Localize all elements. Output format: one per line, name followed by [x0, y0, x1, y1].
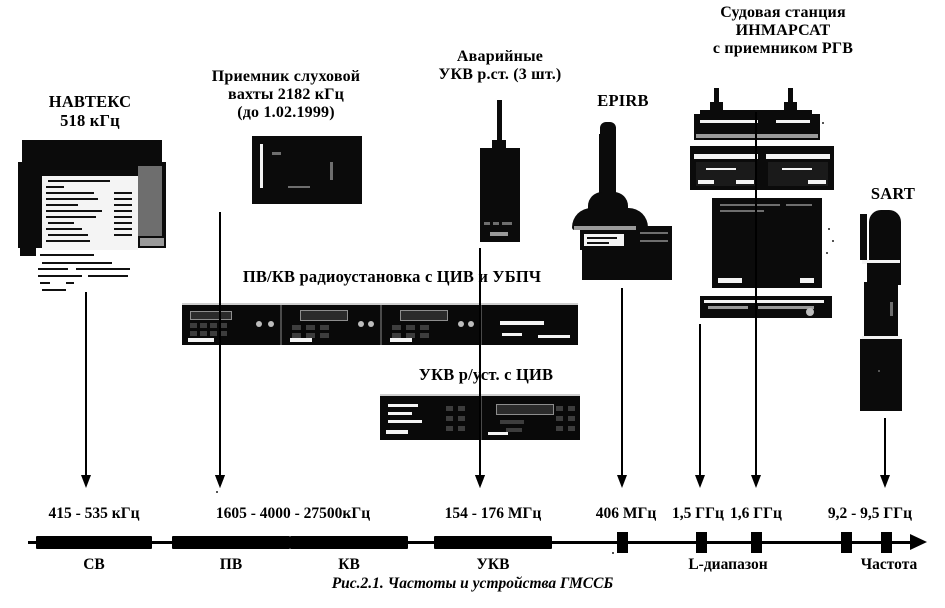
watch-receiver-icon	[252, 136, 362, 204]
axis-band-ukv	[434, 536, 552, 549]
device-label-vhf-installation: УКВ р/уст. с ЦИВ	[418, 365, 554, 384]
pointer-arrow-navtex	[80, 292, 92, 488]
axis-name-l-band: L-диапазон	[688, 556, 768, 573]
axis-value-sart: 9,2 - 9,5 ГГц	[827, 505, 913, 522]
axis-value-pv-kv: 1605 - 4000 - 27500кГц	[215, 505, 371, 522]
axis-name-kv: КВ	[338, 556, 360, 573]
axis-tick-9_2ghz	[841, 532, 852, 553]
mf-hf-radio-rack-icon	[182, 303, 578, 345]
axis-band-sv	[36, 536, 152, 549]
axis-value-ukv: 154 - 176 МГц	[444, 505, 542, 522]
device-label-epirb: EPIRB	[597, 91, 649, 110]
frequency-axis-arrowhead	[910, 534, 927, 550]
axis-name-frequency: Частота	[860, 556, 918, 573]
axis-name-ukv: УКВ	[476, 556, 510, 573]
axis-value-l-high: 1,6 ГГц	[730, 505, 782, 522]
navtex-receiver-icon	[18, 140, 170, 270]
axis-tick-1_5ghz	[696, 532, 707, 553]
pointer-arrow-mf-hf	[214, 348, 226, 488]
axis-value-l-low: 1,5 ГГц	[672, 505, 724, 522]
axis-value-epirb: 406 МГц	[595, 505, 657, 522]
axis-tick-9_5ghz	[881, 532, 892, 553]
device-label-watch-receiver: Приемник слуховой вахты 2182 кГц (до 1.0…	[211, 68, 361, 122]
device-label-navtex: НАВТЕКС 518 кГц	[48, 92, 132, 130]
axis-value-sv: 415 - 535 кГц	[48, 505, 140, 522]
device-label-emergency-vhf: Аварийные УКВ р.ст. (3 шт.)	[438, 48, 562, 84]
inmarsat-station-icon	[690, 88, 850, 338]
axis-name-sv: СВ	[83, 556, 105, 573]
figure-caption: Рис.2.1. Частоты и устройства ГМССБ	[331, 575, 614, 592]
axis-tick-406mhz	[617, 532, 628, 553]
handheld-vhf-radio-icon	[478, 100, 530, 242]
axis-tick-1_6ghz	[751, 532, 762, 553]
pointer-arrow-inmarsat-high	[750, 112, 762, 488]
axis-band-kv	[290, 536, 408, 549]
navtex-printout-lines	[18, 268, 170, 292]
sart-transponder-icon	[856, 210, 908, 415]
epirb-beacon-icon	[570, 122, 678, 282]
device-label-mf-hf: ПВ/КВ радиоустановка с ЦИВ и УБПЧ	[242, 267, 542, 286]
device-label-inmarsat: Судовая станция ИНМАРСАТ с приемником РГ…	[712, 4, 854, 58]
pointer-arrow-vhf-installation	[474, 442, 486, 488]
device-label-sart: SART	[870, 184, 916, 203]
pointer-arrow-sart	[879, 418, 891, 488]
pointer-arrow-epirb	[616, 288, 628, 488]
pointer-arrow-inmarsat-low	[694, 324, 706, 488]
axis-band-pv	[172, 536, 290, 549]
axis-name-pv: ПВ	[219, 556, 243, 573]
